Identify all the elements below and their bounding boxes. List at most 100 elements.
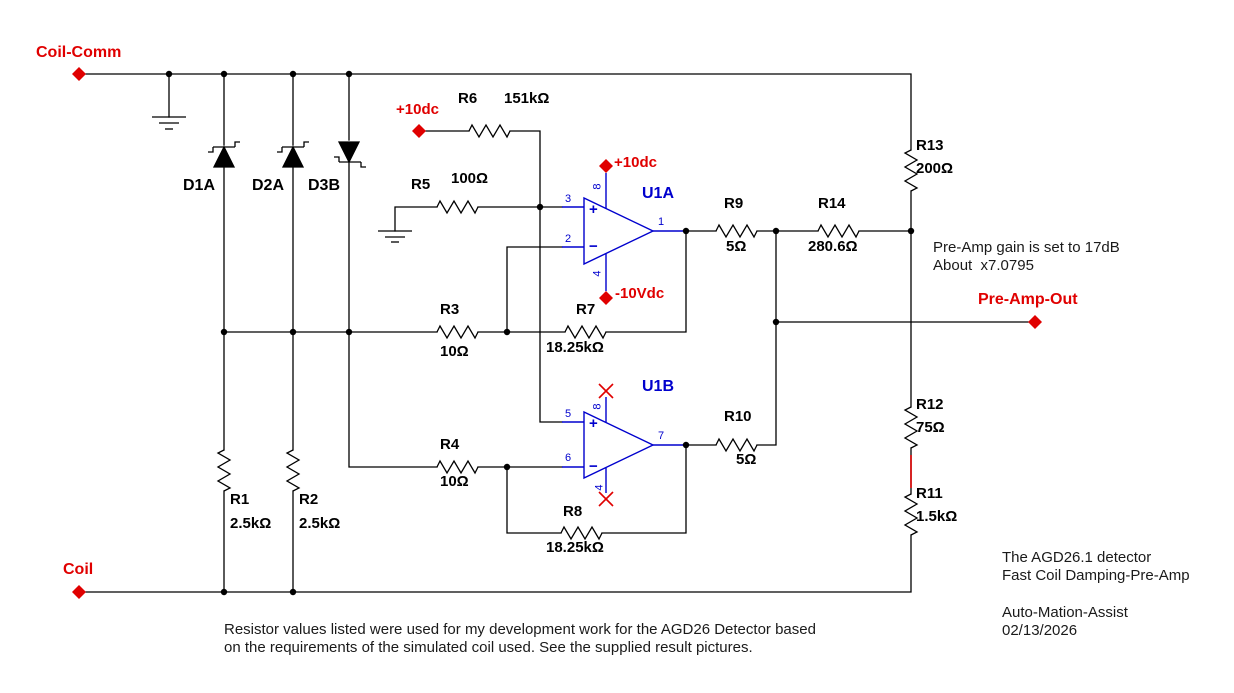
resistor-ref-r5: R5 xyxy=(411,176,431,193)
u1b-pin4-number: 4 xyxy=(593,484,606,491)
no-connect-u1b-pin4 xyxy=(598,491,614,507)
resistor-val-r4: 10Ω xyxy=(440,473,469,490)
resistor-r9-symbol xyxy=(715,223,758,239)
resistor-r7-symbol xyxy=(564,324,607,340)
u1b-plus-sign: + xyxy=(589,415,598,432)
diode-d1a-symbol xyxy=(208,141,240,168)
diode-label-d1a: D1A xyxy=(183,177,216,194)
resistor-r1-symbol xyxy=(216,449,232,492)
resistor-r4-symbol xyxy=(436,459,479,475)
diamond-minus10-u1a xyxy=(599,291,613,305)
title-block-line1: The AGD26.1 detector xyxy=(1002,549,1152,566)
power-label-minus10-u1a: -10Vdc xyxy=(615,285,665,302)
wire-bottom-rail xyxy=(85,534,912,593)
opamp-label-u1a: U1A xyxy=(642,185,675,202)
resistor-val-r7: 18.25kΩ xyxy=(546,339,604,356)
resistor-r8-symbol xyxy=(560,525,603,541)
resistor-ref-r12: R12 xyxy=(916,396,944,413)
diode-d3b-symbol xyxy=(334,141,366,168)
port-label-coil: Coil xyxy=(63,561,94,578)
resistor-val-r6: 151kΩ xyxy=(504,90,550,107)
opamp-symbols xyxy=(562,173,686,493)
wire-top-rail xyxy=(85,73,912,151)
u1b-minus-sign: − xyxy=(589,458,598,475)
diode-label-d2a: D2A xyxy=(252,177,285,194)
resistor-val-r1: 2.5kΩ xyxy=(230,515,272,532)
title-block-date: 02/13/2026 xyxy=(1002,622,1078,639)
resistor-ref-r13: R13 xyxy=(916,137,944,154)
wire-pin2-branch xyxy=(506,246,563,333)
diamond-coil-comm xyxy=(72,67,86,81)
wire-gnd2 xyxy=(394,206,438,232)
resistor-ref-r14: R14 xyxy=(818,195,846,212)
resistor-r13-symbol xyxy=(903,149,919,192)
resistor-val-r5: 100Ω xyxy=(451,170,489,187)
resistor-ref-r6: R6 xyxy=(458,90,478,107)
opamp-u1a-symbol xyxy=(562,173,686,291)
resistor-val-r14: 280.6Ω xyxy=(808,238,858,255)
power-label-plus10-u1a: +10dc xyxy=(614,154,657,171)
title-block-author: Auto-Mation-Assist xyxy=(1002,604,1128,621)
resistor-ref-r10: R10 xyxy=(724,408,752,425)
resistor-r10-symbol xyxy=(715,437,758,453)
resistor-val-r8: 18.25kΩ xyxy=(546,539,604,556)
no-connect-u1b-pin8 xyxy=(598,383,614,399)
u1b-pin6-number: 6 xyxy=(565,452,572,464)
resistor-ref-r3: R3 xyxy=(440,301,460,318)
resistor-symbols xyxy=(216,123,919,541)
opamp-u1b-symbol xyxy=(562,397,686,493)
diamond-coil xyxy=(72,585,86,599)
resistor-r6-symbol xyxy=(468,123,511,139)
resistor-ref-r7: R7 xyxy=(576,301,596,318)
no-connect-marks xyxy=(598,383,614,507)
u1a-pin4-number: 4 xyxy=(591,270,604,277)
u1a-pin1-number: 1 xyxy=(658,216,665,228)
resistor-r12-symbol xyxy=(903,406,919,449)
resistor-val-r11: 1.5kΩ xyxy=(916,508,958,525)
resistor-ref-r2: R2 xyxy=(299,491,319,508)
resistor-ref-r4: R4 xyxy=(440,436,460,453)
ground-symbol-top xyxy=(152,116,186,130)
resistor-val-r9: 5Ω xyxy=(726,238,747,255)
resistor-r14-symbol xyxy=(817,223,860,239)
diode-d2a-symbol xyxy=(277,141,309,168)
gain-note-line1: Pre-Amp gain is set to 17dB xyxy=(933,239,1120,256)
wire-r8-feedback xyxy=(601,444,687,534)
resistor-ref-r1: R1 xyxy=(230,491,250,508)
resistor-val-r10: 5Ω xyxy=(736,451,757,468)
wire-output-column xyxy=(756,230,777,446)
resistor-r5-symbol xyxy=(436,199,479,215)
u1a-pin3-number: 3 xyxy=(565,193,572,205)
diamond-pre-amp-out xyxy=(1028,315,1042,329)
wire-d3b-r4 xyxy=(348,162,438,468)
resistor-r3-symbol xyxy=(436,324,479,340)
power-label-plus10-r6: +10dc xyxy=(396,101,439,118)
gain-note-line2: About x7.0795 xyxy=(933,257,1034,274)
resistor-ref-r11: R11 xyxy=(916,485,943,502)
resistor-val-r2: 2.5kΩ xyxy=(299,515,341,532)
u1a-pin8-number: 8 xyxy=(591,183,604,190)
title-block-line2: Fast Coil Damping-Pre-Amp xyxy=(1002,567,1190,584)
ground-symbol-r5 xyxy=(378,230,412,243)
resistor-val-r13: 200Ω xyxy=(916,160,954,177)
ground-symbols xyxy=(152,116,412,243)
u1a-minus-sign: − xyxy=(589,238,598,255)
u1b-pin5-number: 5 xyxy=(565,408,572,420)
diamond-plus10-r6 xyxy=(412,124,426,138)
wires xyxy=(85,73,1029,593)
port-diamonds xyxy=(72,67,1042,599)
bottom-note-line1: Resistor values listed were used for my … xyxy=(224,621,816,638)
diode-label-d3b: D3B xyxy=(308,177,341,194)
resistor-val-r3: 10Ω xyxy=(440,343,469,360)
diamond-plus10-u1a xyxy=(599,159,613,173)
wire-r6-to-pin5 xyxy=(509,130,563,423)
resistor-ref-r8: R8 xyxy=(563,503,583,520)
opamp-label-u1b: U1B xyxy=(642,378,675,395)
wire-r7-feedback xyxy=(605,230,687,333)
junction-dots xyxy=(165,70,915,596)
u1b-pin7-number: 7 xyxy=(658,430,665,442)
diode-symbols xyxy=(208,141,366,168)
port-label-coil-comm: Coil-Comm xyxy=(36,44,122,61)
